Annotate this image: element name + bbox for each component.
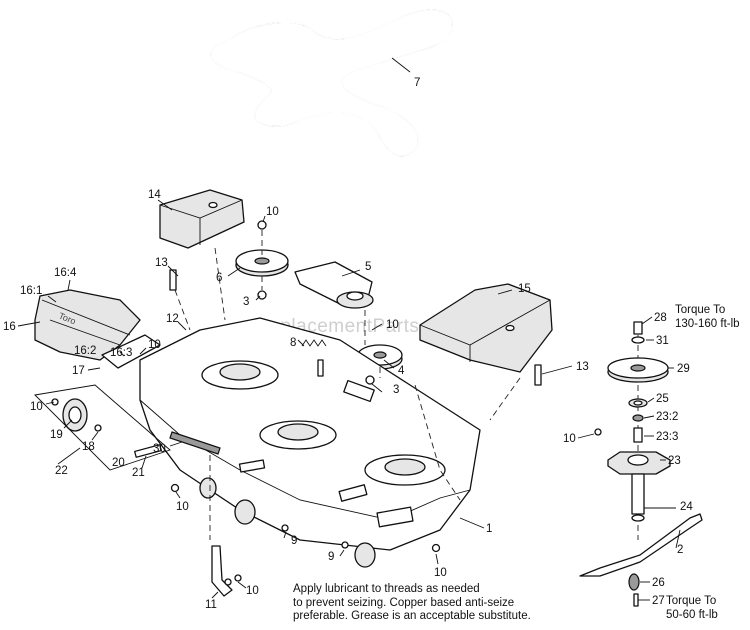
callout-3-a: 3 <box>243 296 249 308</box>
lubrication-note: Apply lubricant to threads as needed to … <box>293 583 531 624</box>
callout-2: 2 <box>677 544 683 556</box>
callout-11: 11 <box>205 599 217 611</box>
pulley-cover-right <box>419 283 553 373</box>
hardware-bolts <box>51 220 602 586</box>
callout-10-a: 10 <box>266 206 279 218</box>
callout-20: 20 <box>112 457 125 469</box>
callout-8: 8 <box>290 337 296 349</box>
callout-24: 24 <box>680 501 693 513</box>
callout-4: 4 <box>398 365 405 377</box>
callout-22: 22 <box>55 465 68 477</box>
callout-10-i: 10 <box>563 433 576 445</box>
callout-10-b: 10 <box>386 319 399 331</box>
torque-lower-line2: 50-60 ft-lb <box>666 608 718 621</box>
callout-17: 17 <box>72 365 85 377</box>
torque-note-lower: Torque To 50-60 ft-lb <box>666 595 718 622</box>
callout-29: 29 <box>677 363 690 375</box>
torque-upper-line2: 130-160 ft-lb <box>675 317 740 330</box>
callout-16-1: 16:1 <box>20 285 42 297</box>
callout-10-h: 10 <box>246 585 259 597</box>
callout-16-2: 16:2 <box>74 345 96 357</box>
deflector-bracket <box>101 334 161 369</box>
callout-30: 30 <box>153 443 166 455</box>
torque-note-upper: Torque To 130-160 ft-lb <box>675 304 740 331</box>
callout-leaders <box>17 57 681 601</box>
torque-upper-line1: Torque To <box>675 304 726 316</box>
drive-belt <box>210 9 453 157</box>
lubrication-note-line2: to prevent seizing. Copper based anti-se… <box>293 596 515 609</box>
callout-labels: 7 14 10 13 6 3 5 15 16:4 16:1 16 12 8 10… <box>3 77 693 611</box>
callout-1: 1 <box>486 523 492 535</box>
idler-arm-assembly <box>294 261 374 309</box>
callout-14: 14 <box>148 189 161 201</box>
callout-6: 6 <box>216 272 222 284</box>
callout-16-3: 16:3 <box>110 347 132 359</box>
callout-12: 12 <box>166 313 179 325</box>
idler-spring <box>301 339 327 347</box>
torque-lower-line1: Torque To <box>666 595 717 607</box>
callout-28: 28 <box>654 312 667 324</box>
deck-hanger-bracket <box>211 545 233 597</box>
lubrication-note-line1: Apply lubricant to threads as needed <box>293 583 480 595</box>
callout-21: 21 <box>132 467 145 479</box>
callout-25: 25 <box>656 393 669 405</box>
callout-23: 23 <box>668 455 681 467</box>
callout-23-2: 23:2 <box>656 411 678 423</box>
pulley-cover-left <box>159 189 245 249</box>
callout-13-a: 13 <box>155 257 168 269</box>
callout-26: 26 <box>652 577 665 589</box>
callout-3-b: 3 <box>393 384 399 396</box>
callout-10-f: 10 <box>434 567 447 579</box>
callout-16-4: 16:4 <box>54 267 77 279</box>
callout-31: 31 <box>656 335 669 347</box>
callout-15: 15 <box>518 283 531 295</box>
callout-10-d: 10 <box>30 401 43 413</box>
callout-10-c: 10 <box>148 339 161 351</box>
callout-7: 7 <box>414 77 420 89</box>
callout-9-a: 9 <box>291 535 297 547</box>
callout-9-b: 9 <box>328 551 334 563</box>
callout-16: 16 <box>3 321 16 333</box>
callout-19: 19 <box>50 429 63 441</box>
callout-18: 18 <box>82 441 95 453</box>
spindle-assembly <box>579 321 703 607</box>
mower-deck <box>139 317 481 551</box>
anti-scalp-rollers <box>199 477 376 568</box>
callout-23-3: 23:3 <box>656 431 678 443</box>
caster-wheel-assembly <box>34 384 171 471</box>
callout-13-b: 13 <box>576 361 589 373</box>
callout-27: 27 <box>652 595 665 607</box>
lubrication-note-line3: preferable. Grease is an acceptable subs… <box>293 610 531 622</box>
callout-5: 5 <box>365 261 371 273</box>
discharge-deflector: Toro <box>34 289 141 361</box>
deck-brace-bar <box>169 431 221 455</box>
callout-10-e: 10 <box>176 501 189 513</box>
